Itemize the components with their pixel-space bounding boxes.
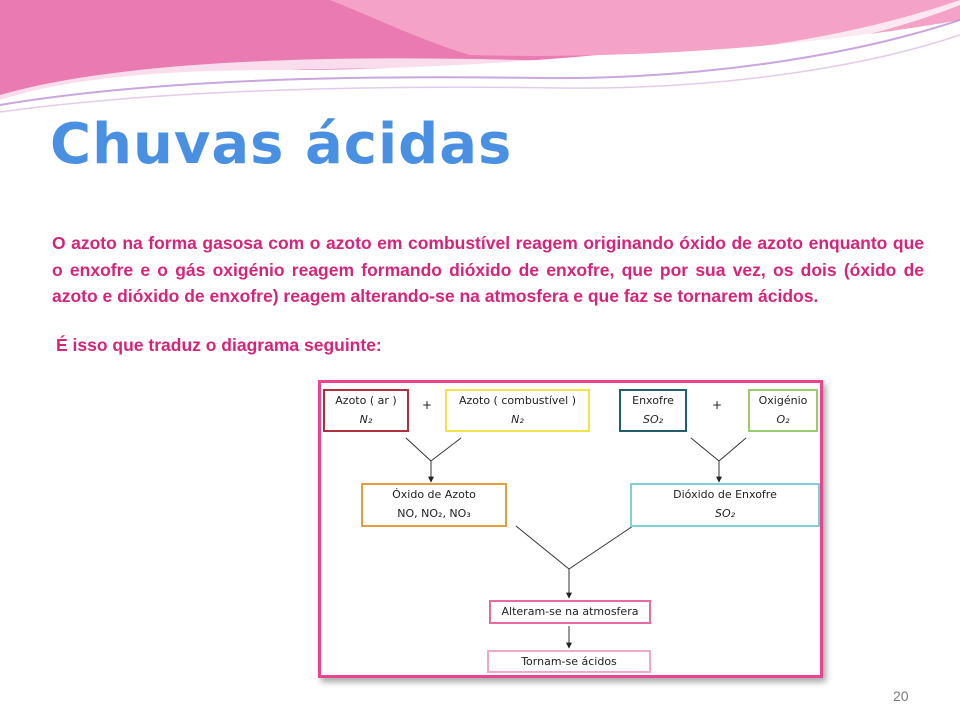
node-enxofre: Enxofre SO₂ [619, 389, 687, 432]
plus-sign-enxofre: + [712, 398, 723, 412]
node-dioxido-de-enxofre-formula: SO₂ [714, 507, 736, 520]
plus-sign-azoto: + [422, 398, 433, 412]
node-oxigenio-formula: O₂ [776, 413, 790, 426]
node-oxigenio-label: Oxigénio [758, 394, 808, 407]
node-azoto-combustivel-formula: N₂ [511, 413, 524, 426]
node-azoto-ar-formula: N₂ [359, 413, 373, 426]
node-alteram-label: Alteram-se na atmosfera [501, 605, 639, 618]
node-oxido-de-azoto: Óxido de Azoto NO, NO₂, NO₃ [361, 483, 507, 527]
connector-oxigenio [718, 437, 747, 462]
node-oxigenio: Oxigénio O₂ [748, 389, 818, 432]
node-dioxido-de-enxofre-label: Dióxido de Enxofre [673, 488, 777, 501]
body-paragraph: O azoto na forma gasosa com o azoto em c… [52, 233, 924, 306]
connector-oxido-azoto [515, 525, 570, 570]
slide-title: Chuvas ácidas [50, 112, 513, 177]
node-azoto-combustivel-label: Azoto ( combustível ) [458, 394, 577, 407]
node-azoto-ar: Azoto ( ar ) N₂ [323, 389, 409, 432]
node-oxido-de-azoto-label: Óxido de Azoto [392, 488, 476, 501]
node-tornam-se-acidos: Tornam-se ácidos [487, 650, 651, 673]
connector-azoto-left [405, 437, 432, 462]
node-tornam-label: Tornam-se ácidos [521, 655, 617, 668]
acid-rain-diagram: Azoto ( ar ) N₂ + Azoto ( combustível ) … [318, 380, 823, 678]
diagram-connectors [405, 437, 747, 649]
connector-dioxido-enxofre [568, 525, 634, 570]
connector-azoto-right [430, 437, 462, 462]
page-number: 20 [893, 688, 909, 704]
node-alteram-se-na-atmosfera: Alteram-se na atmosfera [489, 600, 651, 624]
node-azoto-ar-label: Azoto ( ar ) [335, 394, 397, 407]
connector-enxofre [690, 437, 720, 462]
node-azoto-combustivel: Azoto ( combustível ) N₂ [445, 389, 590, 432]
node-oxido-de-azoto-formula: NO, NO₂, NO₃ [397, 507, 471, 520]
diagram-intro-text: É isso que traduz o diagrama seguinte: [56, 335, 382, 355]
node-enxofre-formula: SO₂ [642, 413, 664, 426]
node-enxofre-label: Enxofre [632, 394, 674, 407]
node-dioxido-de-enxofre: Dióxido de Enxofre SO₂ [630, 483, 820, 527]
header-wave-decoration [0, 0, 960, 113]
